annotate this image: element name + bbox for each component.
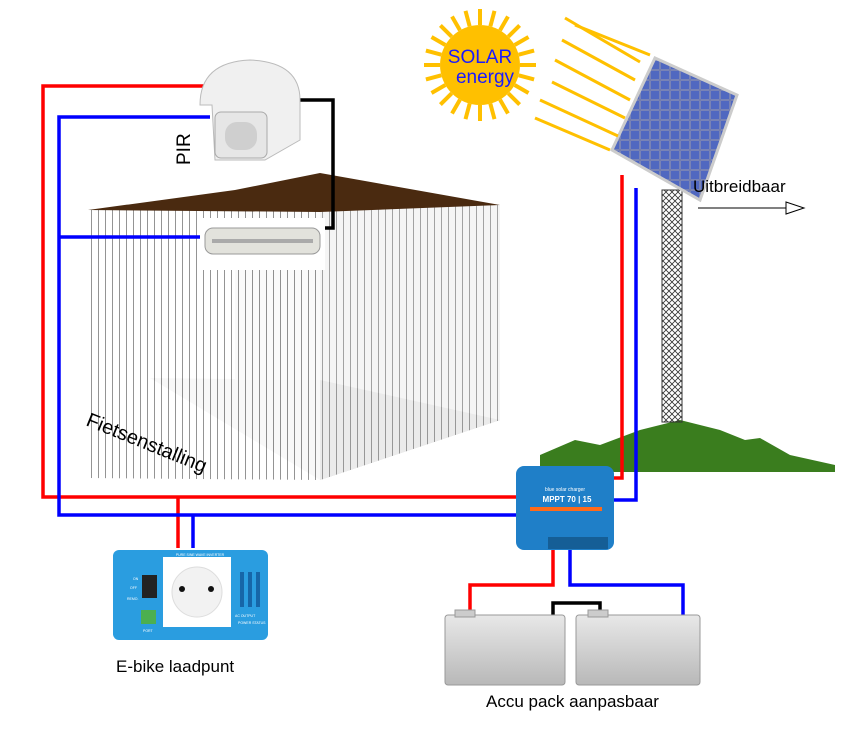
- sun-ray: [430, 35, 447, 47]
- sun-ray: [518, 73, 535, 82]
- inverter-output: AC OUTPUT: [235, 614, 256, 618]
- sun-ray: [438, 91, 454, 107]
- shed-roof: [88, 173, 500, 212]
- sun-ray: [425, 73, 442, 82]
- sun-ray: [463, 103, 472, 120]
- sun-ray: [488, 103, 497, 120]
- sun-icon: [424, 9, 536, 121]
- sun-ray: [488, 10, 497, 27]
- sun-ray: [450, 98, 462, 115]
- positive-wire-main: [41, 84, 520, 499]
- inverter-status: POWER STATUS: [238, 621, 266, 625]
- sun-ray: [498, 98, 510, 115]
- panel-negative-wire: [612, 188, 638, 502]
- panel-pole: [661, 189, 683, 423]
- inverter-off: OFF: [130, 586, 137, 590]
- tube-lamp: [200, 218, 325, 270]
- mppt-charge-controller: blue solar charger MPPT 70 | 15: [516, 466, 614, 550]
- expandable-label: Uitbreidbaar: [693, 177, 786, 196]
- sun-ray: [438, 23, 454, 39]
- sun-ray: [463, 10, 472, 27]
- sun-ray: [513, 35, 530, 47]
- negative-wire-main: [57, 115, 520, 517]
- battery-2: [575, 609, 701, 686]
- expand-arrow-icon: [698, 201, 806, 215]
- sun-ray: [430, 83, 447, 95]
- bike-shed: [88, 173, 500, 480]
- battery-bridge-wire: [551, 601, 602, 615]
- battery-pack-label: Accu pack aanpasbaar: [486, 692, 659, 711]
- inverter-title: PURE SINE WAVE INVERTER: [176, 553, 225, 557]
- battery-negative-wire: [568, 548, 685, 615]
- inverter-on: ON: [133, 577, 139, 581]
- sun-ray: [498, 15, 510, 32]
- mppt-brand: blue solar charger: [545, 487, 585, 493]
- sun-ray: [518, 48, 535, 57]
- sun-label-line2: energy: [456, 67, 515, 88]
- panel-positive-wire: [612, 175, 624, 480]
- sun-ray: [506, 23, 522, 39]
- wiring: [41, 84, 685, 615]
- inverter-port: PORT: [143, 629, 154, 633]
- solar-panel: [610, 56, 739, 203]
- sun-ray: [513, 83, 530, 95]
- sun-ray: [506, 91, 522, 107]
- mppt-model: MPPT 70 | 15: [543, 495, 592, 504]
- battery-1: [444, 609, 566, 686]
- inverter: PURE SINE WAVE INVERTER ON OFF REMO. POR…: [113, 550, 268, 640]
- sun-ray: [425, 48, 442, 57]
- pir-label: PIR: [174, 133, 195, 165]
- signal-wire-pir-lamp: [300, 98, 335, 230]
- sun-label-line1: SOLAR: [448, 47, 512, 68]
- sun-ray: [450, 15, 462, 32]
- sunlight-arrows: [534, 16, 651, 152]
- pir-sensor: [199, 59, 301, 161]
- inverter-remote: REMO.: [127, 597, 139, 601]
- ground-hill: [540, 420, 835, 472]
- battery-positive-wire: [468, 548, 555, 615]
- ebike-charger-label: E-bike laadpunt: [116, 657, 234, 676]
